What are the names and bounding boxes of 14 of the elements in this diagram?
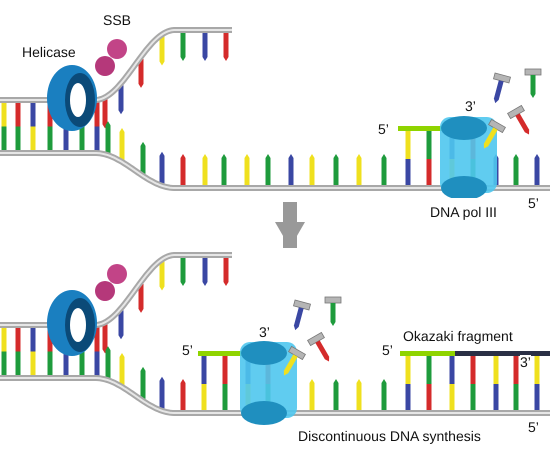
- strand-end-label: 5’: [378, 122, 389, 136]
- strand-end-label: 5’: [182, 343, 193, 357]
- strand-end-label: 5’: [528, 196, 539, 210]
- fragment-label: Okazaki fragment: [403, 329, 513, 343]
- strand-end-label: 3’: [465, 99, 476, 113]
- protein-label: SSB: [103, 13, 132, 27]
- caption-text: Discontinuous DNA synthesis: [298, 429, 481, 443]
- down-arrow: [275, 202, 305, 248]
- protein-label: DNA pol III: [430, 205, 497, 219]
- strand-end-label: 5’: [382, 343, 393, 357]
- strand-end-label: 3’: [259, 325, 270, 339]
- protein-label: Helicase: [22, 45, 76, 59]
- strand-end-label: 5’: [528, 420, 539, 434]
- strand-end-label: 3’: [520, 355, 531, 369]
